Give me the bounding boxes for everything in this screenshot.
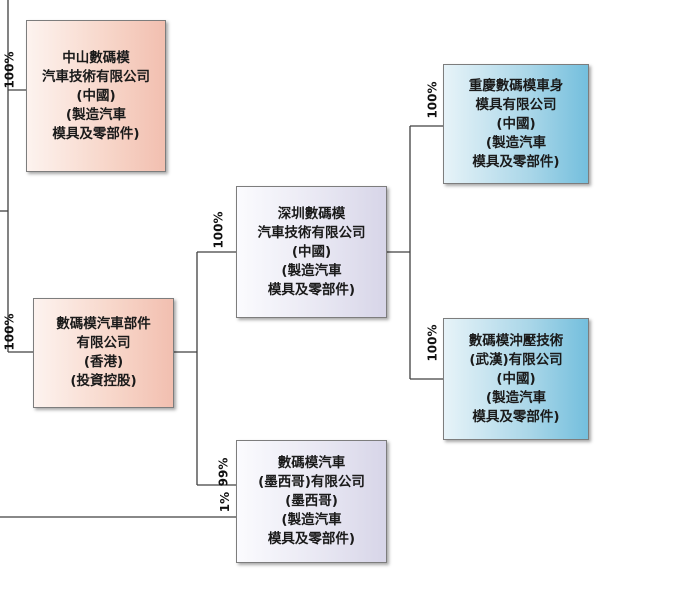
entity-line: 中山數碼模 bbox=[62, 49, 130, 66]
pct-zhongshan: 100% bbox=[2, 51, 17, 89]
entity-line: (投資控股) bbox=[70, 373, 137, 389]
entity-line: (製造汽車 bbox=[485, 134, 547, 151]
entity-line: (製造汽車 bbox=[485, 389, 547, 406]
pct-hk: 100% bbox=[2, 313, 17, 351]
entity-line: 數碼模沖壓技術 bbox=[468, 332, 564, 349]
entity-line: 有限公司 bbox=[76, 335, 131, 351]
entity-line: (製造汽車 bbox=[281, 512, 342, 528]
entity-line: 重慶數碼模車身 bbox=[468, 77, 564, 94]
entity-line: (中國) bbox=[76, 87, 116, 104]
entity-line: (製造汽車 bbox=[281, 262, 342, 279]
entity-line: 模具及零部件) bbox=[267, 531, 356, 547]
entity-line: (墨西哥) bbox=[285, 493, 338, 509]
entity-line: 模具及零部件) bbox=[267, 281, 356, 298]
entity-line: (中國) bbox=[496, 370, 536, 387]
entity-line: 汽車技術有限公司 bbox=[257, 224, 366, 241]
entity-box-mexico: 數碼模汽車 (墨西哥)有限公司 (墨西哥) (製造汽車 模具及零部件) bbox=[236, 440, 387, 563]
entity-line: 模具及零部件) bbox=[472, 408, 560, 425]
entity-box-chongqing: 重慶數碼模車身 模具有限公司 (中國) (製造汽車 模具及零部件) bbox=[443, 64, 589, 184]
entity-line: (中國) bbox=[496, 115, 536, 132]
entity-box-wuhan: 數碼模沖壓技術 (武漢)有限公司 (中國) (製造汽車 模具及零部件) bbox=[443, 318, 589, 440]
entity-line: 深圳數碼模 bbox=[277, 205, 346, 222]
entity-line: (武漢)有限公司 bbox=[469, 351, 563, 368]
entity-line: (製造汽車 bbox=[65, 106, 127, 123]
entity-box-hk: 數碼模汽車部件 有限公司 (香港) (投資控股) bbox=[33, 298, 174, 408]
entity-line: 模具及零部件) bbox=[52, 125, 140, 142]
pct-mexico-99: 99% bbox=[215, 457, 230, 487]
entity-line: 模具有限公司 bbox=[475, 96, 557, 113]
entity-line: (中國) bbox=[291, 243, 332, 260]
pct-wuhan: 100% bbox=[425, 324, 440, 362]
entity-line: 數碼模汽車部件 bbox=[56, 316, 151, 332]
entity-line: (香港) bbox=[83, 354, 124, 370]
entity-box-shenzhen: 深圳數碼模 汽車技術有限公司 (中國) (製造汽車 模具及零部件) bbox=[236, 186, 387, 318]
pct-chongqing: 100% bbox=[425, 81, 440, 119]
pct-shenzhen: 100% bbox=[211, 211, 226, 249]
entity-line: 數碼模汽車 bbox=[277, 455, 346, 471]
entity-line: (墨西哥)有限公司 bbox=[258, 474, 365, 490]
entity-box-zhongshan: 中山數碼模 汽車技術有限公司 (中國) (製造汽車 模具及零部件) bbox=[26, 20, 166, 172]
entity-line: 模具及零部件) bbox=[472, 153, 560, 170]
pct-mexico-1: 1% bbox=[218, 491, 233, 513]
entity-line: 汽車技術有限公司 bbox=[42, 68, 150, 85]
